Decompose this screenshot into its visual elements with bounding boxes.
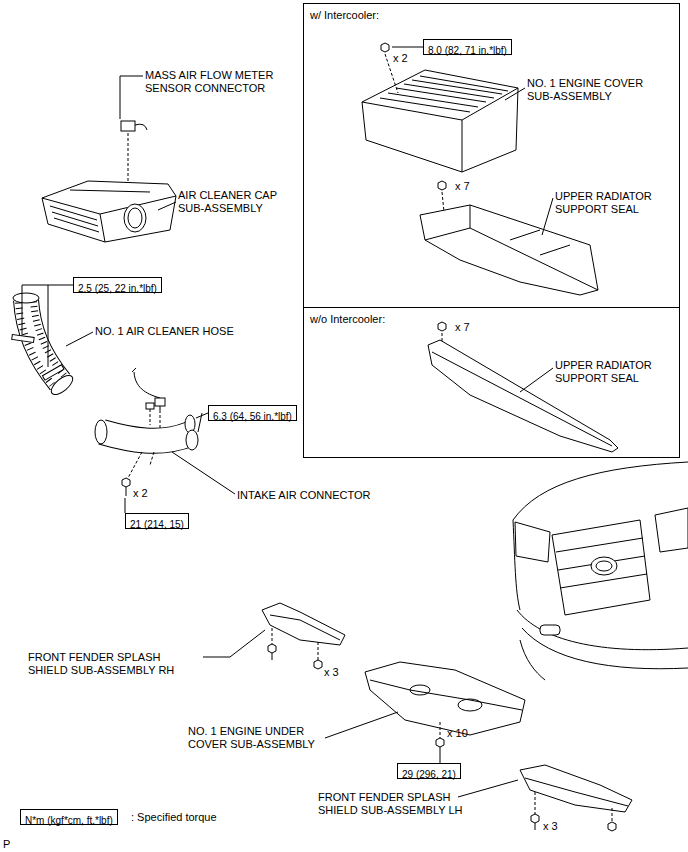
torque-box: 2.5 (25, 22 in.*lbf) — [73, 277, 162, 293]
part-name: NO. 1 ENGINE UNDER COVER SUB-ASSEMBLY — [188, 725, 323, 751]
part-name: NO. 1 AIR CLEANER HOSE — [95, 325, 234, 338]
quantity-note: x 3 — [324, 666, 339, 679]
quantity-note: x 3 — [543, 820, 558, 833]
torque-value: 29 (296, 21) — [398, 768, 460, 782]
torque-box: 8.0 (82, 71 in.*lbf) — [423, 39, 512, 55]
torque-box: 6.3 (64, 56 in.*lbf) — [208, 405, 297, 421]
quantity-note: x 10 — [447, 727, 468, 740]
part-name: AIR CLEANER CAP SUB-ASSEMBLY — [178, 189, 296, 215]
part-name: MASS AIR FLOW METER SENSOR CONNECTOR — [145, 69, 295, 95]
torque-value: 2.5 (25, 22 in.*lbf) — [74, 282, 161, 296]
torque-value: 8.0 (82, 71 in.*lbf) — [424, 44, 511, 58]
figure-code: P — [3, 838, 10, 851]
variant-panel: w/ Intercooler: 8.0 (82, 71 in.*lbf) — [303, 3, 680, 308]
torque-legend-box: N*m (kgf*cm, ft.*lbf) — [20, 809, 118, 825]
torque-box: 29 (296, 21) — [397, 763, 461, 779]
part-name: FRONT FENDER SPLASH SHIELD SUB-ASSEMBLY … — [28, 651, 188, 677]
panel-heading: w/o Intercooler: — [310, 313, 385, 326]
quantity-note: x 2 — [393, 52, 408, 65]
part-name: UPPER RADIATOR SUPPORT SEAL — [555, 190, 667, 216]
quantity-note: x 7 — [455, 321, 470, 334]
quantity-note: x 2 — [133, 487, 148, 500]
torque-value: N*m (kgf*cm, ft.*lbf) — [21, 814, 117, 828]
part-name: NO. 1 ENGINE COVER SUB-ASSEMBLY — [527, 77, 662, 103]
legend-text: : Specified torque — [131, 811, 217, 824]
torque-box: 21 (214, 15) — [125, 513, 189, 529]
torque-value: 21 (214, 15) — [126, 518, 188, 532]
panel-heading: w/ Intercooler: — [310, 9, 379, 22]
part-name: UPPER RADIATOR SUPPORT SEAL — [555, 359, 667, 385]
quantity-note: x 7 — [455, 180, 470, 193]
torque-value: 6.3 (64, 56 in.*lbf) — [209, 410, 296, 424]
part-name: FRONT FENDER SPLASH SHIELD SUB-ASSEMBLY … — [318, 791, 478, 817]
part-name: INTAKE AIR CONNECTOR — [237, 489, 370, 502]
